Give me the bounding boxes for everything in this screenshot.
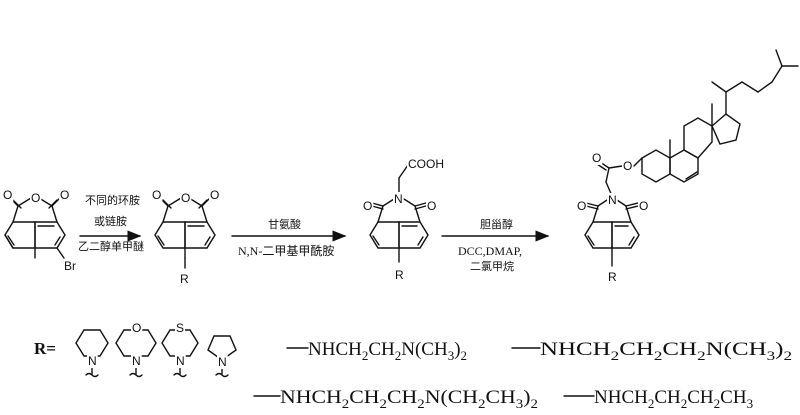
r-group-label: R= xyxy=(34,339,56,358)
atom-O: O xyxy=(152,188,161,202)
atom-O: O xyxy=(60,188,69,202)
step-2-reagent: 甘氨酸 xyxy=(268,217,301,231)
compound-bromo-anhydride xyxy=(4,197,66,259)
compound-cholesteryl-imide xyxy=(584,49,799,267)
atom-N: N xyxy=(608,193,617,207)
step-1-reagent: 不同的环胺 xyxy=(85,193,140,207)
atom-R: R xyxy=(180,272,189,286)
atom-O: O xyxy=(577,199,586,213)
ring-atom-N: N xyxy=(88,354,97,368)
ring-atom-N: N xyxy=(218,355,227,369)
chain-formula-1: NHCH2CH2N(CH3)2 xyxy=(308,339,467,363)
atom-O: O xyxy=(210,188,219,202)
atom-O: O xyxy=(3,188,12,202)
compound-glycine-imide xyxy=(369,164,429,263)
step-1-reagent: 或链胺 xyxy=(94,214,127,228)
ring-atom-S: S xyxy=(176,321,184,335)
atom-N: N xyxy=(394,192,403,206)
atom-Br: Br xyxy=(64,259,76,273)
chain-formula-4: NHCH2CH2CH2CH3 xyxy=(594,387,753,411)
atom-R: R xyxy=(395,268,404,282)
atom-O: O xyxy=(592,151,601,165)
step-3-solvent: 二氯甲烷 xyxy=(470,259,514,273)
atom-O: O xyxy=(639,199,648,213)
ring-atom-N: N xyxy=(176,354,185,368)
atom-O: O xyxy=(181,191,190,205)
step-2-solvent: N,N-二甲基甲酰胺 xyxy=(238,244,334,258)
atom-O: O xyxy=(623,159,632,173)
ring-atom-O: O xyxy=(132,321,141,335)
atom-R: R xyxy=(608,270,617,284)
atom-O: O xyxy=(363,199,372,213)
compound-r-anhydride xyxy=(154,197,216,269)
atom-O: O xyxy=(427,199,436,213)
step-1-solvent: 乙二醇单甲醚 xyxy=(78,239,144,253)
step-3-conditions: DCC,DMAP, xyxy=(458,244,522,258)
atom-COOH: COOH xyxy=(408,157,444,171)
atom-O: O xyxy=(31,191,40,205)
step-3-reagent: 胆甾醇 xyxy=(480,217,513,231)
ring-atom-N: N xyxy=(132,354,141,368)
